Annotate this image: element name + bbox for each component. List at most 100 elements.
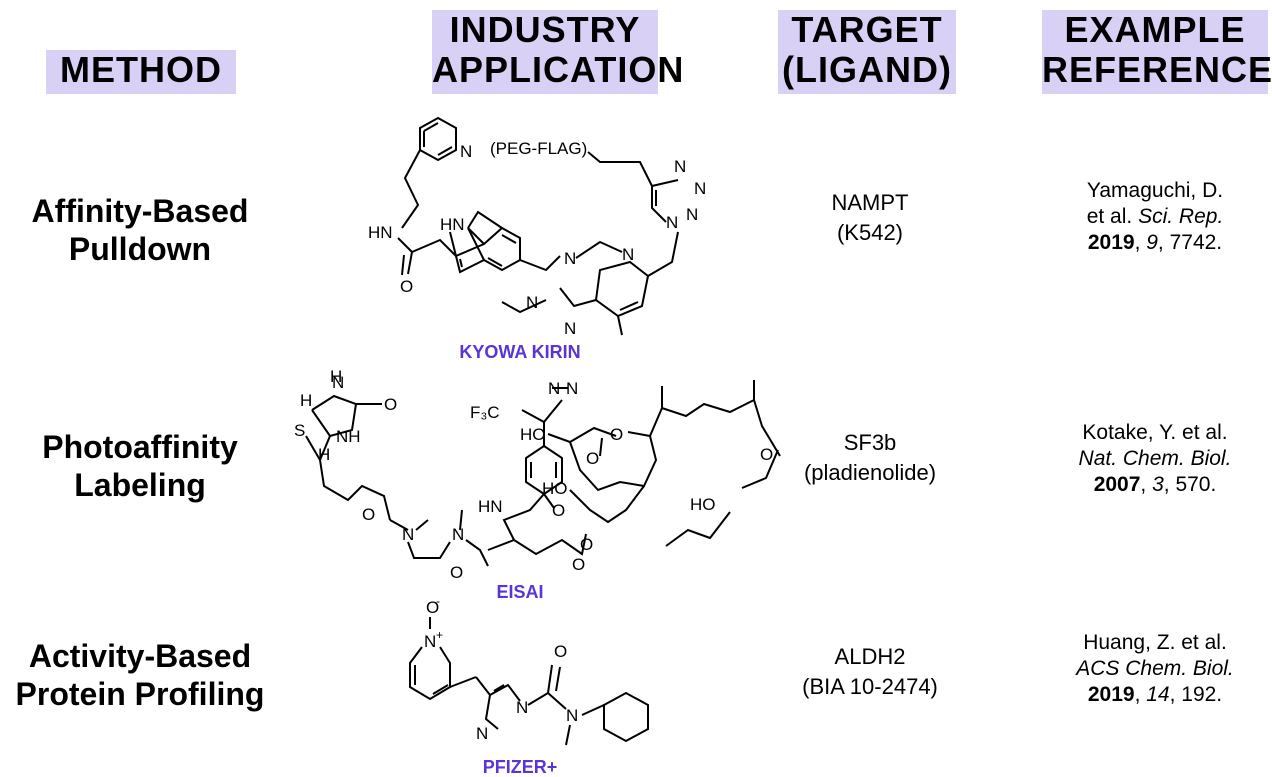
ref-citation: 2007, 3, 570. bbox=[1093, 473, 1217, 496]
ref-authors: Yamaguchi, D. bbox=[1086, 179, 1224, 202]
reference-huang: Huang, Z. et al. ACS Chem. Biol. 2019, 1… bbox=[1040, 630, 1270, 708]
header-industry-line2: APPLICATION bbox=[432, 49, 685, 90]
reference-kotake: Kotake, Y. et al. Nat. Chem. Biol. 2007,… bbox=[1040, 420, 1270, 498]
header-target-line1: TARGET bbox=[791, 9, 943, 50]
ref-volume: 14 bbox=[1146, 683, 1170, 706]
method-activity-based-profiling: Activity-Based Protein Profiling bbox=[0, 637, 280, 713]
svg-text:O: O bbox=[586, 449, 599, 468]
svg-text:O: O bbox=[572, 555, 585, 574]
svg-text:N: N bbox=[460, 142, 472, 161]
company-eisai: EISAI bbox=[496, 582, 544, 602]
svg-text:HO: HO bbox=[690, 495, 716, 514]
svg-text:N: N bbox=[424, 632, 436, 651]
svg-text:HN: HN bbox=[368, 223, 393, 242]
svg-text:O: O bbox=[580, 535, 593, 554]
header-example-reference: EXAMPLE REFERENCE bbox=[1042, 9, 1272, 94]
method-line: Labeling bbox=[74, 467, 206, 503]
svg-text:O: O bbox=[450, 563, 463, 582]
svg-text:N: N bbox=[666, 213, 678, 232]
ref-page: 570. bbox=[1175, 473, 1217, 496]
svg-text:N: N bbox=[694, 179, 706, 198]
svg-text:N: N bbox=[564, 319, 576, 338]
svg-text:-: - bbox=[436, 594, 440, 608]
ref-volume: 3 bbox=[1152, 473, 1164, 496]
structure-pfizer-ligand: O- N+ N N O N bbox=[409, 594, 649, 746]
target-aldh2: ALDH2 (BIA 10-2474) bbox=[760, 642, 980, 702]
svg-text:O: O bbox=[400, 277, 413, 296]
svg-text:N: N bbox=[566, 706, 578, 725]
ref-journal: Sci. Rep. bbox=[1138, 205, 1224, 228]
svg-text:N: N bbox=[622, 245, 634, 264]
ref-authors: Huang, Z. et al. bbox=[1083, 631, 1227, 654]
svg-text:O: O bbox=[554, 642, 567, 661]
svg-text:NH: NH bbox=[336, 427, 361, 446]
ref-year: 2019 bbox=[1087, 683, 1135, 706]
svg-text:N: N bbox=[566, 379, 578, 398]
ref-authors: Kotake, Y. et al. bbox=[1082, 421, 1228, 444]
method-line: Protein Profiling bbox=[15, 676, 265, 712]
target-line: SF3b bbox=[843, 430, 897, 455]
target-line: ALDH2 bbox=[834, 644, 906, 669]
ref-journal-line: Nat. Chem. Biol. bbox=[1040, 446, 1270, 472]
svg-text:+: + bbox=[436, 628, 443, 642]
svg-text:O: O bbox=[610, 425, 623, 444]
ref-year: 2007 bbox=[1093, 473, 1141, 496]
ref-volume: 9 bbox=[1146, 231, 1158, 254]
target-line: (BIA 10-2474) bbox=[802, 674, 938, 699]
svg-text:O: O bbox=[362, 505, 375, 524]
company-pfizer: PFIZER+ bbox=[482, 757, 558, 777]
svg-text:O: O bbox=[384, 395, 397, 414]
ref-etal: et al. bbox=[1086, 205, 1133, 228]
header-method-line1: METHOD bbox=[60, 49, 222, 90]
ref-journal-line: et al. Sci. Rep. bbox=[1040, 204, 1270, 230]
target-line: NAMPT bbox=[831, 190, 909, 215]
ref-journal: ACS Chem. Biol. bbox=[1076, 657, 1234, 680]
method-line: Pulldown bbox=[68, 231, 212, 267]
target-nampt: NAMPT (K542) bbox=[760, 188, 980, 248]
svg-text:HN: HN bbox=[478, 497, 503, 516]
svg-text:O: O bbox=[552, 501, 565, 520]
ref-page: 7742. bbox=[1169, 231, 1223, 254]
method-affinity-pulldown: Affinity-Based Pulldown bbox=[0, 192, 280, 268]
ref-citation: 2019, 14, 192. bbox=[1087, 683, 1223, 706]
peg-flag-label: (PEG-FLAG) bbox=[490, 139, 587, 158]
target-line: (K542) bbox=[836, 220, 904, 245]
method-line: Photoaffinity bbox=[42, 429, 238, 465]
structure-kyowa-kirin-probe: N HN O HN N N N N N N N N (PEG-FLAG) bbox=[368, 116, 706, 338]
svg-text:S: S bbox=[294, 421, 305, 440]
target-sf3b: SF3b (pladienolide) bbox=[760, 428, 980, 488]
svg-text:N: N bbox=[402, 525, 414, 544]
svg-text:N: N bbox=[516, 698, 528, 717]
ref-journal: Nat. Chem. Biol. bbox=[1078, 447, 1232, 470]
svg-text:HO: HO bbox=[520, 425, 546, 444]
header-industry-line1: INDUSTRY bbox=[449, 9, 641, 50]
target-line: (pladienolide) bbox=[803, 460, 937, 485]
header-target-ligand: TARGET (LIGAND) bbox=[778, 10, 956, 94]
header-reference-line1: EXAMPLE bbox=[1064, 9, 1246, 50]
reference-yamaguchi: Yamaguchi, D. et al. Sci. Rep. 2019, 9, … bbox=[1040, 178, 1270, 256]
method-photoaffinity-labeling: Photoaffinity Labeling bbox=[0, 428, 280, 504]
ref-citation: 2019, 9, 7742. bbox=[1087, 231, 1223, 254]
svg-text:N: N bbox=[674, 157, 686, 176]
header-method: METHOD bbox=[46, 50, 236, 94]
svg-text:O: O bbox=[426, 598, 439, 617]
svg-text:H: H bbox=[330, 367, 342, 386]
header-industry-application: INDUSTRY APPLICATION bbox=[432, 9, 685, 94]
svg-text:N: N bbox=[564, 249, 576, 268]
svg-text:O: O bbox=[760, 445, 773, 464]
ref-journal-line: ACS Chem. Biol. bbox=[1040, 656, 1270, 682]
svg-text:N: N bbox=[686, 205, 698, 224]
svg-text:H: H bbox=[300, 391, 312, 410]
svg-text:HN: HN bbox=[440, 215, 465, 234]
company-kyowa-kirin: KYOWA KIRIN bbox=[459, 342, 581, 362]
svg-text:N: N bbox=[332, 373, 344, 392]
ref-year: 2019 bbox=[1087, 231, 1135, 254]
header-reference-line2: REFERENCE bbox=[1042, 49, 1272, 90]
svg-text:HO: HO bbox=[542, 479, 568, 498]
ref-page: 192. bbox=[1181, 683, 1223, 706]
svg-text:N: N bbox=[476, 724, 488, 743]
header-target-line2: (LIGAND) bbox=[782, 49, 952, 90]
method-line: Activity-Based bbox=[28, 638, 252, 674]
method-line: Affinity-Based bbox=[31, 193, 249, 229]
